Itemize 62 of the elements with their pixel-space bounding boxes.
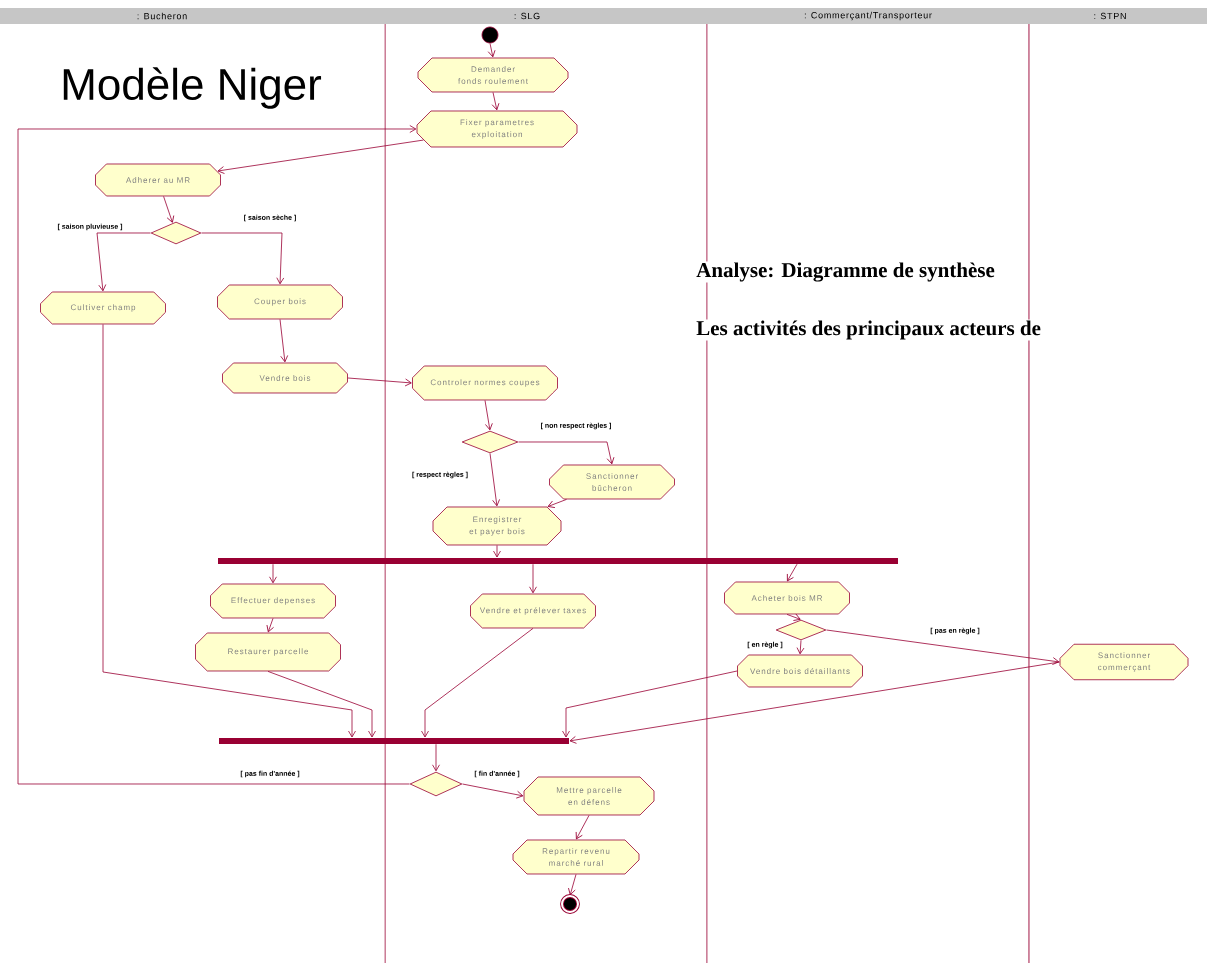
arrow — [493, 545, 501, 558]
arrow — [279, 319, 289, 363]
sync-bar — [219, 738, 569, 744]
activity-box: Fixer parametres exploitation — [416, 110, 578, 148]
arrow — [491, 92, 500, 111]
arrow — [569, 661, 1060, 744]
activity-box: Restaurer parcelle — [195, 632, 341, 672]
activity-box: Repartir revenu marché rural — [512, 839, 640, 875]
sync-bar — [218, 558, 898, 564]
arrow — [421, 628, 534, 738]
arrow — [17, 125, 417, 785]
decision-diamond — [150, 221, 202, 245]
arrow — [269, 563, 277, 584]
decision-diamond — [775, 619, 827, 641]
activity-box: Vendre et prélever taxes — [470, 593, 596, 629]
arrow — [518, 441, 615, 465]
arrow — [575, 815, 590, 840]
lane-header: : Bucheron — [137, 12, 187, 20]
lane-header: : Commerçant/Transporteur — [804, 11, 932, 21]
activity-box: Adherer au MR — [95, 163, 221, 197]
arrow — [201, 232, 285, 285]
arrow — [267, 671, 376, 738]
activity-box: Acheter bois MR — [724, 581, 850, 615]
activity-box: Effectuer depenses — [210, 583, 336, 619]
activity-box: Cultiver champ — [40, 291, 166, 325]
arrow — [266, 618, 274, 633]
heading-text: Analyse: Diagramme de synthèse — [695, 261, 996, 283]
arrow — [217, 139, 424, 174]
arrow — [786, 563, 798, 582]
arrow — [562, 670, 738, 738]
arrow — [462, 783, 524, 799]
arrow — [163, 196, 175, 223]
activity-box: Sanctionner bûcheron — [549, 464, 675, 500]
arrow — [432, 743, 440, 772]
activity-box: Mettre parcelle en défens — [523, 776, 655, 816]
arrow — [568, 874, 577, 896]
arrow — [102, 324, 356, 738]
decision-diamond — [409, 771, 463, 797]
activity-box: Demander fonds roulement — [417, 57, 569, 93]
arrow — [484, 400, 493, 431]
title: Modèle Niger — [58, 65, 324, 111]
heading-text: Les activités des principaux acteurs de — [695, 319, 1042, 341]
start-node — [481, 26, 499, 44]
lane-header: : STPN — [1094, 12, 1126, 20]
activity-box: Controler normes coupes — [412, 365, 558, 401]
activity-box: Vendre bois — [222, 362, 348, 394]
arrow — [489, 453, 500, 507]
arrow — [547, 499, 567, 508]
activity-box: Couper bois — [217, 284, 343, 320]
arrow — [796, 640, 805, 655]
arrow — [529, 563, 537, 594]
end-node — [560, 894, 580, 914]
lane-header: : SLG — [514, 12, 540, 20]
decision-diamond — [461, 430, 519, 454]
activity-box: Enregistrer et payer bois — [432, 506, 562, 546]
activity-box: Sanctionner commerçant — [1059, 643, 1189, 681]
arrow — [826, 629, 1060, 665]
arrow — [347, 377, 412, 387]
arrow — [487, 43, 496, 58]
activity-box: Vendre bois détaillants — [737, 654, 863, 688]
arrow — [786, 613, 801, 621]
arrow — [96, 232, 151, 292]
